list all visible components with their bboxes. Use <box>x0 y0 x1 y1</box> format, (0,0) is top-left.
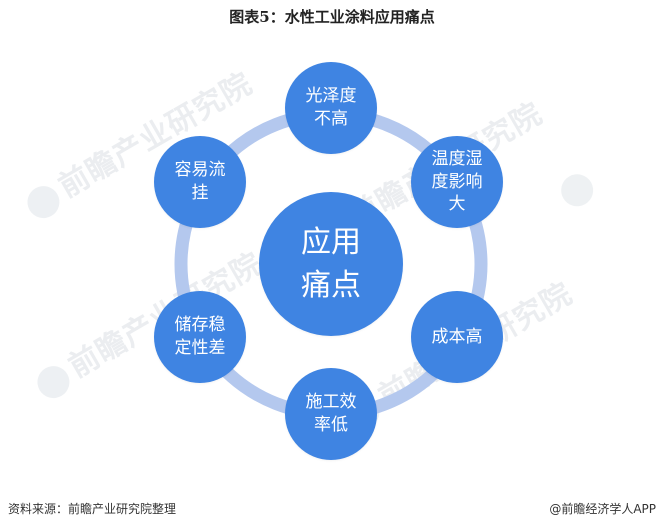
node-construction-efficiency: 施工效率低 <box>285 368 377 460</box>
chart-title: 图表5：水性工业涂料应用痛点 <box>229 8 435 26</box>
node-cost: 成本高 <box>411 291 503 383</box>
node-sagging: 容易流挂 <box>154 136 246 228</box>
credit-note: @前瞻经济学人APP <box>549 502 656 516</box>
node-temperature-humidity: 温度湿度影响大 <box>411 136 503 228</box>
center-node: 应用痛点 <box>259 192 403 336</box>
source-note: 资料来源：前瞻产业研究院整理 <box>8 502 177 516</box>
node-storage-stability: 储存稳定性差 <box>154 291 246 383</box>
node-gloss: 光泽度不高 <box>285 62 377 154</box>
